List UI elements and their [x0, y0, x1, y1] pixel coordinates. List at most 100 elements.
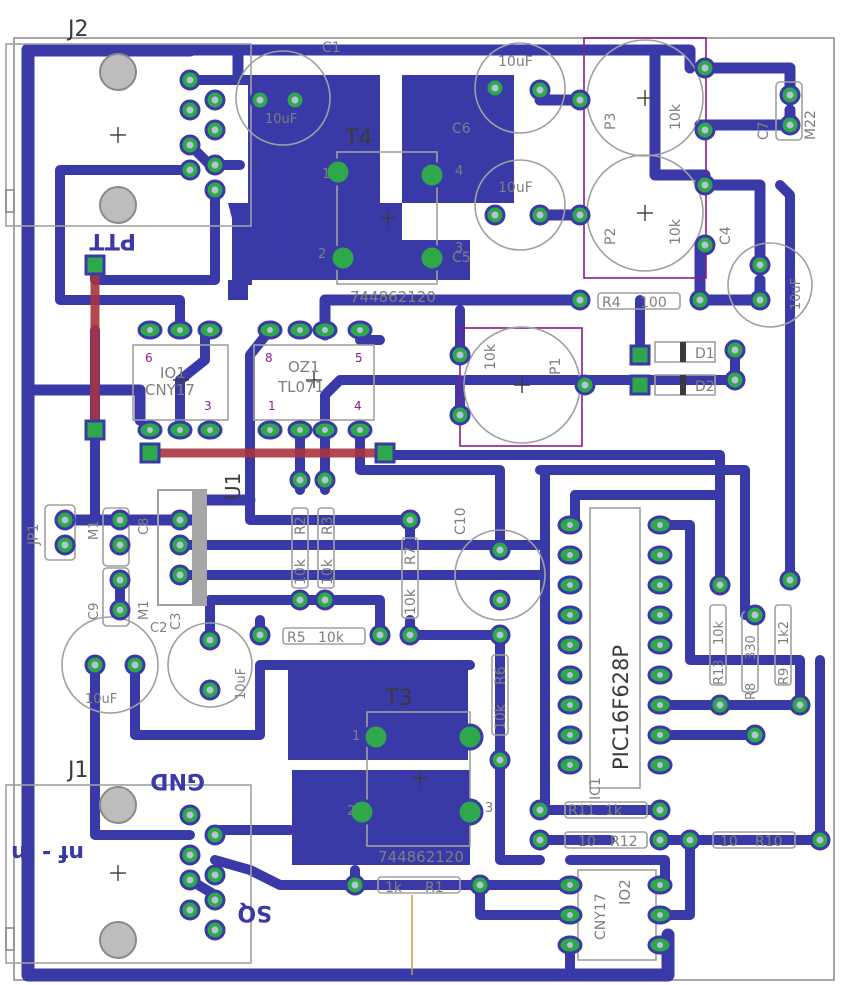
- t4-part: 744862120: [350, 288, 436, 306]
- p1-ref: P1: [548, 358, 564, 375]
- t4-pin1: 1: [322, 167, 330, 182]
- r7-ref: R7: [403, 546, 419, 565]
- square-pad: [84, 419, 106, 441]
- pad-hole: [406, 516, 414, 524]
- pad-hole: [297, 327, 303, 333]
- pad-hole: [701, 241, 709, 249]
- pad-hole: [731, 376, 739, 384]
- pad-hole: [116, 606, 124, 614]
- pad-hole: [357, 427, 363, 433]
- c10-ref: C10: [453, 507, 469, 535]
- c3-ref: C3: [169, 613, 184, 630]
- pad-hole: [186, 906, 194, 914]
- pad-hole: [207, 427, 213, 433]
- pad-hole: [657, 702, 663, 708]
- d2-ref: D2: [695, 379, 715, 395]
- regulator-pad: [456, 798, 484, 826]
- silkscreen: [5, 37, 813, 975]
- pad-hole: [576, 96, 584, 104]
- pad-hole: [131, 661, 139, 669]
- t3-part: 744862120: [378, 848, 464, 866]
- c7-val: M22: [803, 110, 819, 140]
- pad-hole: [177, 327, 183, 333]
- r11-ref: R11: [568, 803, 596, 819]
- c6-val: 10uF: [498, 54, 533, 70]
- crosshair-markers: [110, 90, 653, 881]
- r10-val: 10: [720, 834, 738, 850]
- pad-hole: [296, 596, 304, 604]
- pad-hole: [116, 516, 124, 524]
- pad-hole: [567, 672, 573, 678]
- p3-val: 10k: [668, 103, 684, 130]
- pad-hole: [186, 166, 194, 174]
- pad-hole: [786, 91, 794, 99]
- pad-hole: [186, 876, 194, 884]
- pad-hole: [186, 141, 194, 149]
- r12-ref: R12: [610, 834, 638, 850]
- t3-pin3: 3: [485, 801, 493, 816]
- pad-hole: [536, 836, 544, 844]
- pad-hole: [567, 582, 573, 588]
- regulator-pad: [324, 158, 352, 186]
- pad-hole: [657, 672, 663, 678]
- pad-hole: [496, 546, 504, 554]
- c7-ref: C7: [756, 121, 772, 140]
- t4-pin3: 3: [455, 241, 463, 256]
- regulator-pad: [348, 798, 376, 826]
- pad-hole: [686, 836, 694, 844]
- pad-hole: [297, 427, 303, 433]
- pad-hole: [696, 296, 704, 304]
- t3-pin1: 1: [352, 729, 360, 744]
- pad-hole: [256, 631, 264, 639]
- pad-hole: [211, 126, 219, 134]
- r2-ref: R2: [293, 516, 309, 535]
- pad-hole: [786, 121, 794, 129]
- t3-ref: T3: [384, 686, 412, 711]
- pad-hole: [657, 642, 663, 648]
- io1-ref: IO1: [160, 364, 186, 382]
- t4-pin2: 2: [318, 247, 326, 262]
- pad-hole: [567, 762, 573, 768]
- p3-ref: P3: [603, 113, 619, 130]
- r4-val: 100: [640, 295, 667, 311]
- oz1-part: TL071: [277, 378, 324, 396]
- pad-hole: [351, 881, 359, 889]
- copper-traces: [21, 43, 825, 982]
- pad-hole: [576, 211, 584, 219]
- pad-hole: [657, 732, 663, 738]
- regulator-pad: [329, 244, 357, 272]
- pad-hole: [786, 576, 794, 584]
- r2-val: 10k: [293, 558, 309, 585]
- square-pad: [629, 344, 651, 366]
- pad-hole: [186, 851, 194, 859]
- r3-ref: R3: [320, 516, 336, 535]
- pad-hole: [206, 686, 214, 694]
- pad-hole: [536, 86, 544, 94]
- square-pad: [374, 442, 396, 464]
- pad-hole: [321, 596, 329, 604]
- pad-hole: [186, 106, 194, 114]
- pad-hole: [116, 541, 124, 549]
- pad-hole: [456, 411, 464, 419]
- r1-ref: R1: [425, 880, 444, 896]
- pad-hole: [322, 427, 328, 433]
- bottom-traces: [90, 260, 390, 458]
- r3-val: 10k: [320, 558, 336, 585]
- r11-val: 1k: [605, 803, 623, 819]
- pad-hole: [176, 571, 184, 579]
- mounting-holes: [99, 53, 137, 959]
- p2-val: 10k: [668, 218, 684, 245]
- pad-hole: [657, 612, 663, 618]
- pad-hole: [357, 327, 363, 333]
- oz1-pin8: 8: [265, 351, 273, 365]
- square-pad: [629, 374, 651, 396]
- pad-hole: [321, 476, 329, 484]
- pad-hole: [701, 126, 709, 134]
- pad-hole: [496, 631, 504, 639]
- u1-ref: U1: [221, 473, 245, 500]
- pad-hole: [656, 836, 664, 844]
- c5-val: 10uF: [498, 180, 533, 196]
- t3-pin2: 2: [347, 804, 355, 819]
- pad-hole: [567, 642, 573, 648]
- pad-hole: [211, 896, 219, 904]
